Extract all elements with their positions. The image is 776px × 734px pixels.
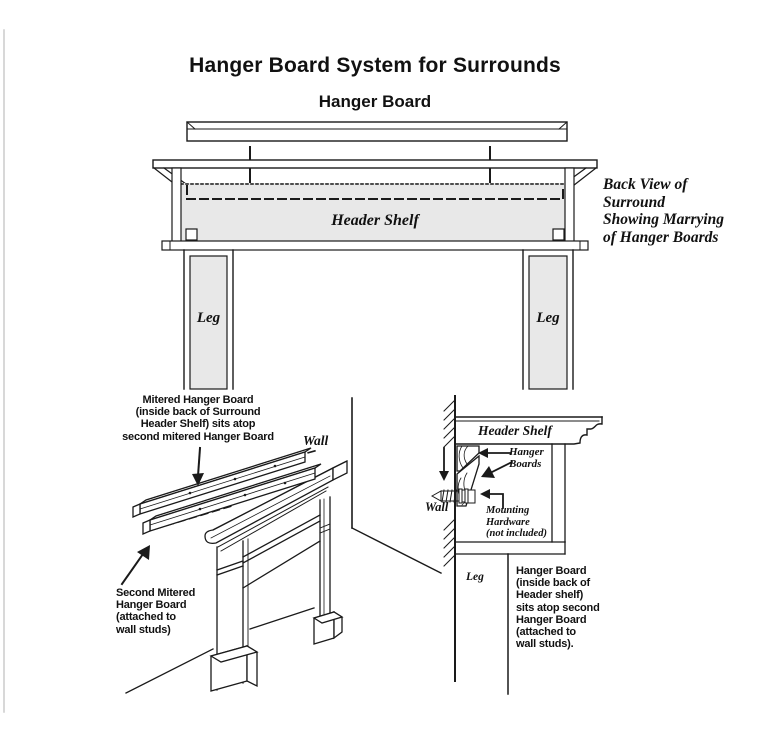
down-arrow-icon	[439, 447, 449, 481]
page-title: Hanger Board System for Surrounds	[189, 54, 561, 77]
right-leg-shape	[522, 249, 574, 390]
down-arrow-icon	[192, 446, 204, 486]
back-view-caption: Back View of Surround Showing Marrying o…	[603, 176, 725, 246]
second-mitered-board-note: Second Mitered Hanger Board (attached to…	[116, 587, 196, 636]
header-shelf-section	[454, 416, 603, 445]
isometric-diagram	[120, 397, 442, 694]
leg-label-section: Leg	[466, 571, 484, 583]
hanger-board-label: Hanger Board	[318, 92, 432, 111]
hanger-board-shape	[186, 121, 568, 142]
screw-icon	[430, 488, 476, 504]
left-arrow-icon	[478, 448, 512, 458]
front-leg-shape	[209, 538, 259, 692]
left-leg-label: Leg	[196, 310, 221, 326]
hidden-hanger-board-outline	[186, 185, 564, 200]
header-shelf-label-section: Header Shelf	[478, 423, 552, 438]
diagonal-arrow-icon	[481, 460, 514, 478]
header-panel	[181, 183, 565, 241]
shelf-top	[152, 159, 598, 169]
second-mitered-hanger-board	[132, 447, 312, 518]
section-diagram	[430, 395, 603, 695]
up-arrow-icon	[120, 545, 150, 586]
wall-label-isometric: Wall	[303, 433, 329, 448]
hanger-board-note-section: Hanger Board (inside back of Header shel…	[516, 565, 600, 651]
mounting-hardware-label: Mounting Hardware (not included)	[486, 505, 547, 539]
left-leg-shape	[183, 249, 234, 390]
mitered-board-note: Mitered Hanger Board (inside back of Sur…	[122, 394, 274, 443]
rear-leg-shape	[312, 496, 344, 645]
wall-hatching	[443, 399, 456, 567]
header-shelf-label: Header Shelf	[331, 212, 419, 229]
hanger-boards-label: Hanger Boards	[509, 446, 544, 470]
mitered-hanger-board	[142, 463, 322, 535]
right-leg-label: Leg	[536, 310, 560, 326]
back-view-diagram	[152, 121, 598, 390]
wall-label-section: Wall	[425, 500, 449, 514]
elbow-arrow-icon	[480, 489, 504, 509]
